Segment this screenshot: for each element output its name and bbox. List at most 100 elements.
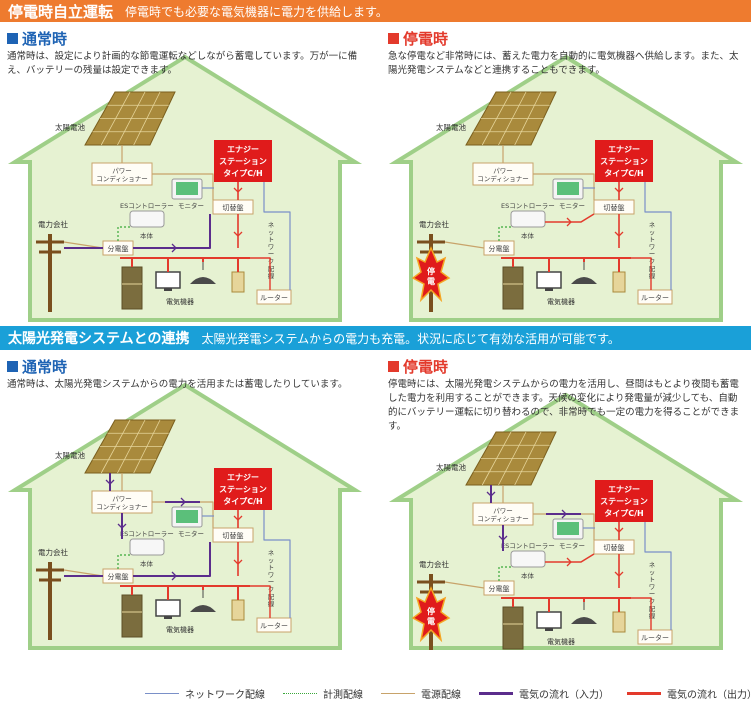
tv-stand — [545, 628, 553, 631]
switchboard-box-label: 切替盤 — [223, 203, 244, 212]
flow-arrow — [614, 231, 624, 237]
energy-station-label: エナジー — [227, 473, 259, 482]
flow-arrow — [233, 515, 243, 521]
power-conditioner-box-label: コンディショナー — [96, 502, 148, 511]
main-unit-label: 本体 — [521, 231, 535, 240]
network-wiring-label: ト — [268, 564, 275, 572]
switchboard-box — [212, 527, 254, 543]
energy-station-label: タイプC/H — [604, 508, 644, 518]
network-wiring-label: ー — [268, 578, 275, 586]
router-box-label: ルーター — [260, 293, 288, 302]
network-wiring-label: 配 — [649, 265, 656, 273]
network-wiring-label: ワ — [268, 243, 275, 251]
outage-label: 電 — [427, 276, 435, 286]
output-flow-wire — [631, 257, 652, 290]
network-wiring-label: ワ — [268, 571, 275, 579]
energy-station-label: エナジー — [227, 145, 259, 154]
main-unit-label: 本体 — [140, 231, 154, 240]
flow-arrow — [498, 535, 508, 541]
section-subtitle: 太陽光発電システムからの電力も充電。状況に応じて有効な活用が可能です。 — [201, 331, 620, 346]
network-wiring-label: 配 — [268, 593, 275, 601]
lamp-icon — [190, 277, 216, 284]
power-conditioner-box-label: パワー — [112, 167, 132, 175]
monitor-label: モニター — [559, 541, 585, 550]
network-wire — [644, 522, 672, 630]
energy-station-label: エナジー — [608, 485, 640, 494]
outage-label: 停 — [427, 266, 435, 276]
router-box — [637, 629, 673, 645]
switchboard-box — [212, 199, 254, 215]
monitor-screen — [176, 510, 198, 523]
main-unit-label: 本体 — [521, 571, 535, 580]
router-box-label: ルーター — [641, 293, 669, 302]
distribution-board-box-label: 分電盤 — [489, 244, 510, 253]
energy-station-label: ステーション — [219, 157, 267, 166]
panel-heading: 通常時 — [7, 28, 67, 49]
main-unit-label: 本体 — [140, 559, 154, 568]
solar-grid-line — [481, 91, 512, 146]
flow-arrow — [171, 571, 177, 581]
energy-station-label: ステーション — [600, 157, 648, 166]
flow-arrow — [233, 231, 243, 237]
network-wiring-label: 線 — [649, 611, 656, 620]
refrigerator-icon — [121, 594, 143, 638]
diagram-group: 太陽電池パワーコンディショナーエナジーステーションタイプC/HモニターESコント… — [36, 91, 292, 312]
tv-icon — [155, 271, 181, 289]
network-wiring-label: ク — [268, 258, 275, 266]
power-wire — [533, 173, 595, 200]
house-floor — [30, 318, 340, 322]
energy-station-box — [214, 140, 272, 182]
diagram-group: 太陽電池パワーコンディショナーエナジーステーションタイプC/HモニターESコント… — [411, 431, 673, 650]
legend-item: 電気の流れ（入力） — [479, 686, 609, 701]
flow-arrow — [486, 491, 496, 497]
flow-arrow — [180, 497, 186, 507]
monitor-label: モニター — [559, 201, 585, 210]
lamp-icon — [571, 617, 597, 624]
network-wiring-label: ク — [649, 258, 656, 266]
main-unit-icon — [129, 210, 165, 228]
tv-icon — [536, 271, 562, 289]
switchboard-box-label: 切替盤 — [604, 543, 625, 552]
panel-heading: 通常時 — [7, 356, 67, 377]
router-box — [637, 289, 673, 305]
power-conditioner-box-label: パワー — [112, 495, 132, 503]
monitor-screen — [557, 522, 579, 535]
panel-heading-text: 停電時 — [403, 30, 449, 48]
legend-line-icon — [381, 692, 415, 694]
outlet-icon — [231, 599, 245, 621]
output-flow-wire — [250, 257, 271, 290]
power-wire — [444, 241, 485, 249]
es-controller-label: ESコントローラー — [501, 202, 555, 210]
panel-heading: 停電時 — [388, 28, 448, 49]
monitor-label: モニター — [178, 529, 204, 538]
network-wiring-label: ワ — [649, 243, 656, 251]
network-wiring-label: ー — [649, 250, 656, 258]
diagram-group: 太陽電池パワーコンディショナーエナジーステーションタイプC/HモニターESコント… — [411, 91, 673, 312]
flow-arrow — [233, 559, 243, 565]
heading-square-icon — [388, 33, 399, 44]
output-flow-wire — [545, 213, 595, 223]
tv-stand — [164, 288, 172, 291]
section-subtitle: 停電時でも必要な電気機器に電力を供給します。 — [125, 4, 388, 19]
monitor-screen — [557, 182, 579, 195]
solar-grid-line — [514, 431, 542, 486]
network-wire — [263, 182, 291, 290]
panel-heading-text: 通常時 — [22, 358, 68, 376]
router-box — [256, 289, 292, 305]
network-wiring-label: ッ — [268, 556, 275, 564]
es-controller-label: ESコントローラー — [501, 542, 555, 550]
power-wire — [444, 581, 485, 589]
tv-stand — [545, 288, 553, 291]
network-wire — [263, 510, 291, 618]
network-wiring-label: 配 — [268, 265, 275, 273]
legend-line-icon — [627, 691, 661, 695]
flow-arrow — [105, 479, 115, 485]
legend-line-icon — [479, 691, 513, 695]
panel-heading: 停電時 — [388, 356, 448, 377]
solar-label: 太陽電池 — [55, 450, 85, 460]
output-flow-wire — [545, 553, 595, 563]
main-unit-icon — [510, 550, 546, 568]
